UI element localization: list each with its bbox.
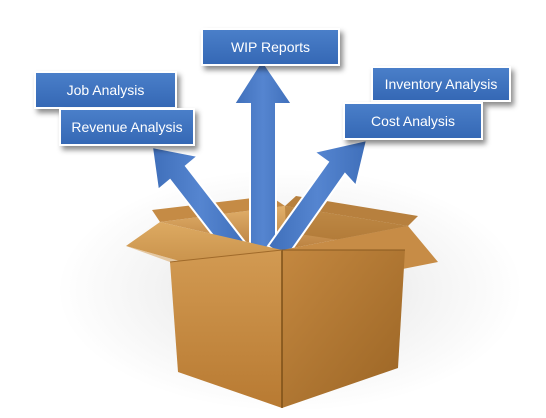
job-analysis-label: Job Analysis [34, 71, 177, 109]
cost-analysis-text: Cost Analysis [370, 113, 456, 129]
inventory-analysis-label: Inventory Analysis [371, 66, 511, 102]
wip-reports-label: WIP Reports [201, 28, 340, 66]
revenue-analysis-text: Revenue Analysis [71, 119, 183, 135]
cost-analysis-label: Cost Analysis [343, 102, 483, 140]
wip-reports-text: WIP Reports [230, 39, 311, 55]
inventory-analysis-text: Inventory Analysis [384, 76, 498, 92]
cardboard-box [169, 249, 405, 408]
job-analysis-text: Job Analysis [66, 82, 145, 98]
revenue-analysis-label: Revenue Analysis [59, 108, 195, 146]
